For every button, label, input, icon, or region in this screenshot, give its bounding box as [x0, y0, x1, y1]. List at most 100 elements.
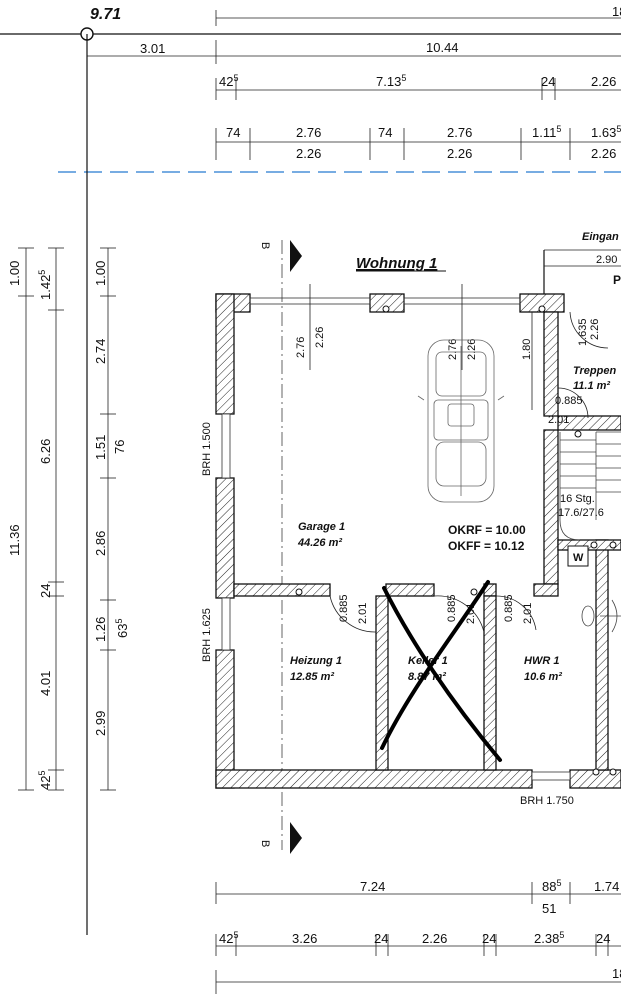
svg-text:425: 425 — [219, 930, 238, 946]
room-hwr-name: HWR 1 — [524, 655, 559, 667]
dim-r2-a: 42 — [219, 74, 233, 89]
garage-door-276: 2.76 — [447, 339, 459, 360]
svg-text:885: 885 — [542, 878, 561, 894]
dim-b2-226: 2.26 — [422, 931, 447, 946]
dim-inner-126: 1.26 — [93, 617, 108, 642]
room-garage-area: 44.26 m² — [297, 537, 342, 549]
section-arrow-bottom-icon — [290, 822, 302, 854]
dim-r3-163-sup: 5 — [616, 124, 621, 134]
dim-b-724: 7.24 — [360, 879, 385, 894]
room-heizung-area: 12.85 m² — [290, 671, 334, 683]
dim-r3-226b: 2.26 — [447, 146, 472, 161]
sink-icon — [581, 599, 621, 633]
dim-b-885-sup: 5 — [556, 878, 561, 888]
dim-r2-b: 7.13 — [376, 74, 401, 89]
door-swings — [329, 311, 609, 633]
heiz-door-0885: 0.885 — [338, 594, 350, 622]
dim-left-outer-top: 1.00 — [7, 261, 22, 286]
stair-door-226: 2.26 — [589, 319, 601, 340]
dim-b2-2385: 2.38 — [534, 931, 559, 946]
dim-inner-100: 1.00 — [93, 261, 108, 286]
dim-r3-276a: 2.76 — [296, 125, 321, 140]
garage-win-276: 2.76 — [295, 337, 307, 358]
brh-1750: BRH 1.750 — [520, 795, 574, 807]
side-door-180: 1.80 — [521, 339, 533, 360]
bottom-dimensions: 7.24 885 1.74 51 425 3.26 24 2.26 24 2.3… — [215, 878, 621, 994]
svg-text:1.635: 1.635 — [591, 124, 621, 140]
keller-door-0885: 0.885 — [446, 594, 458, 622]
dim-r3-226c: 2.26 — [591, 146, 616, 161]
hwr-door-201: 2.01 — [522, 603, 534, 624]
dim-b-174: 1.74 — [594, 879, 619, 894]
dim-10-44: 10.44 — [426, 40, 459, 55]
dim-b2-24c: 24 — [596, 931, 610, 946]
dim-r2-c: 24 — [541, 74, 555, 89]
dim-r3-163: 1.63 — [591, 125, 616, 140]
svg-text:425: 425 — [219, 73, 238, 89]
top-dimensions: 18 9.71 3.01 10.44 425 7.135 24 2.26 74 … — [0, 4, 621, 173]
dim-inner-151: 1.51 — [93, 435, 108, 460]
dim-left-total: 11.36 — [7, 524, 22, 556]
dim-left-142-sup: 5 — [37, 270, 47, 275]
section-line-b: B B — [259, 240, 302, 854]
dim-r3-74b: 74 — [378, 125, 392, 140]
p-label: P — [613, 273, 621, 287]
brh-1625: BRH 1.625 — [201, 608, 213, 662]
stair-door-1635: 1.635 — [577, 318, 589, 346]
dim-b2-425: 42 — [219, 931, 233, 946]
stair-small-201: 2.01 — [548, 414, 569, 426]
entrance-dim: 2.90 — [596, 254, 617, 266]
dim-left-626: 6.26 — [38, 439, 53, 464]
room-stair-area: 11.1 m² — [573, 380, 610, 392]
stair-small-0885: 0.885 — [555, 395, 583, 407]
svg-text:2.385: 2.385 — [534, 930, 564, 946]
svg-text:425: 425 — [37, 771, 53, 790]
washer-icon — [567, 545, 589, 567]
room-heizung-name: Heizung 1 — [290, 655, 342, 667]
section-mark-top: B — [259, 242, 271, 249]
dim-inner-635: 63 — [115, 624, 130, 638]
hwr-door-0885: 0.885 — [503, 594, 515, 622]
okrf-label: OKRF = 10.00 — [448, 523, 526, 537]
dim-r2-d: 2.26 — [591, 74, 616, 89]
left-dimensions: 1.00 11.36 1.425 6.26 24 4.01 425 1.00 2… — [7, 247, 130, 791]
dim-inner-274: 2.74 — [93, 339, 108, 364]
room-stair-name: Treppen — [573, 365, 616, 377]
dim-b2-326: 3.26 — [292, 931, 317, 946]
dim-b-885: 88 — [542, 879, 556, 894]
stairs-ratio: 17.6/27.6 — [558, 507, 604, 519]
room-garage-name: Garage 1 — [298, 521, 345, 533]
keller-door-201: 2.01 — [465, 603, 477, 624]
dim-inner-635-sup: 5 — [114, 619, 124, 624]
dim-r2-a-sup: 5 — [233, 73, 238, 83]
dim-r3-74a: 74 — [226, 125, 240, 140]
dim-b2-2385-sup: 5 — [559, 930, 564, 940]
garage-door-226: 2.26 — [466, 339, 478, 360]
dim-3-01: 3.01 — [140, 41, 165, 56]
dim-b2-24b: 24 — [482, 931, 496, 946]
garage-win-226: 2.26 — [314, 327, 326, 348]
dim-b2-425-sup: 5 — [233, 930, 238, 940]
dim-r3-111: 1.11 — [532, 125, 556, 140]
dim-top-row0: 18 — [612, 4, 621, 19]
room-hwr-area: 10.6 m² — [524, 671, 562, 683]
dim-r3-111-sup: 5 — [556, 124, 561, 134]
dim-b-51: 51 — [542, 901, 556, 916]
entrance-label: Eingan — [582, 231, 619, 243]
okff-label: OKFF = 10.12 — [448, 539, 525, 553]
column-markers — [295, 305, 617, 776]
dim-left-425: 42 — [38, 776, 53, 790]
heiz-door-201: 2.01 — [357, 603, 369, 624]
dim-b3-18: 18 — [612, 966, 621, 981]
stairs-count: 16 Stg. — [560, 493, 595, 505]
section-arrow-top-icon — [290, 240, 302, 272]
washer-label: W — [573, 552, 584, 564]
dim-r2-b-sup: 5 — [401, 73, 406, 83]
dim-b2-24a: 24 — [374, 931, 388, 946]
dim-r3-276b: 2.76 — [447, 125, 472, 140]
dim-left-142: 1.42 — [38, 275, 53, 300]
dim-inner-299: 2.99 — [93, 711, 108, 736]
walls — [215, 293, 621, 789]
section-mark-bottom: B — [259, 840, 271, 847]
